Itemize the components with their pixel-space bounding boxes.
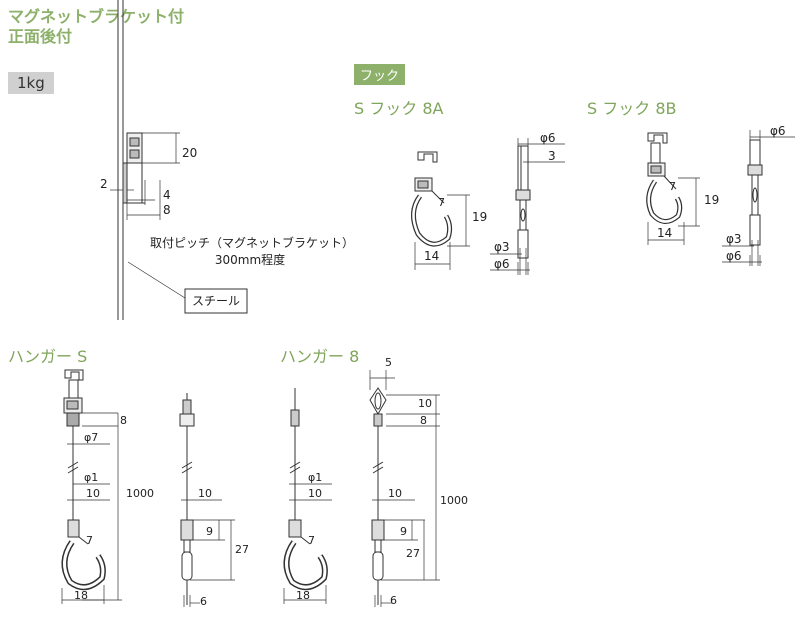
bracket-dim-4: 4 (163, 188, 171, 202)
s-hook-8b-title: S フック 8B (587, 99, 677, 118)
hanger-s-dim-18: 18 (74, 589, 88, 602)
hanger-8-title: ハンガー 8 (280, 347, 360, 366)
hanger-8-side-dims (369, 370, 440, 607)
hanger-8-side-dim-1000: 1000 (440, 494, 468, 507)
hanger-8-side-dim-27: 27 (406, 547, 420, 560)
bracket-dim-8: 8 (163, 203, 171, 217)
hanger-s-dim-phi1: φ1 (84, 471, 99, 484)
bracket-dims (110, 132, 180, 220)
bracket-dim-height: 20 (182, 146, 198, 160)
s8b-dim-7: 7 (669, 180, 676, 193)
hanger-8-side-dim-9: 9 (400, 525, 407, 538)
hanger-s-front (61, 369, 106, 591)
hanger-s-side (179, 393, 195, 605)
hanger-s-dim-10: 10 (86, 487, 100, 500)
hanger-s-side-dim-27: 27 (235, 543, 249, 556)
s-hook-8b-dims (647, 177, 700, 245)
title-line2: 正面後付 (8, 27, 73, 46)
s8b-dim-phi6-top: φ6 (770, 124, 786, 138)
s-hook-8a-side-dims (490, 138, 565, 275)
steel-label: スチール (191, 294, 240, 308)
s8b-dim-phi6-bottom: φ6 (726, 249, 742, 263)
hanger-8-front (283, 388, 328, 591)
hanger-s-side-dim-10: 10 (198, 487, 212, 500)
bracket-wall (117, 0, 124, 320)
s8a-dim-14: 14 (424, 249, 440, 263)
hanger-8-side-dim-6: 6 (390, 594, 397, 607)
hanger-8-dim-10: 10 (308, 487, 322, 500)
s8b-dim-19: 19 (704, 193, 720, 207)
s8b-dim-14: 14 (657, 226, 673, 240)
s-hook-8a-dims (414, 194, 470, 270)
hanger-8-dim-7: 7 (308, 534, 315, 547)
s-hook-8b-front (646, 132, 683, 224)
hook-category-badge: フック (354, 64, 406, 85)
steel-label-box (184, 288, 248, 314)
hanger-s-side-dim-6: 6 (200, 595, 207, 608)
bracket-dim-left: 2 (100, 177, 108, 191)
title-line1: マグネットブラケット付 (8, 7, 185, 26)
s8a-dim-19: 19 (472, 210, 488, 224)
hanger-s-dim-7: 7 (86, 534, 93, 547)
hanger-8-dim-phi1: φ1 (308, 471, 323, 484)
s8a-dim-phi3: φ3 (494, 240, 510, 254)
hanger-8-front-dims (283, 483, 332, 604)
s-hook-8a-side (515, 145, 531, 259)
hanger-s-front-dims (61, 412, 122, 604)
magnet-bracket-drawing (122, 132, 145, 204)
s-hook-8b-side-dims (722, 130, 795, 266)
s-hook-8b-side (747, 139, 763, 246)
hanger-8-side-dim-10-top: 10 (418, 397, 432, 410)
hanger-8-dim-18: 18 (296, 589, 310, 602)
hanger-8-side-dim-8: 8 (420, 414, 427, 427)
pitch-note: 取付ピッチ（マグネットブラケット） 300mm程度 (150, 235, 355, 269)
pitch-note-line2: 300mm程度 (214, 253, 286, 267)
hanger-8-side-dim-10: 10 (388, 487, 402, 500)
hanger-s-side-dim-9: 9 (206, 525, 213, 538)
s8a-dim-phi6-top: φ6 (540, 131, 556, 145)
s8a-dim-7: 7 (438, 196, 445, 209)
hanger-8-side-dim-5: 5 (385, 356, 392, 369)
load-badge: 1kg (8, 72, 54, 94)
hanger-8-side (369, 387, 387, 605)
hanger-s-dim-1000: 1000 (126, 487, 154, 500)
s8a-dim-3: 3 (548, 149, 556, 163)
s-hook-8a-title: S フック 8A (354, 99, 444, 118)
hanger-s-dim-8: 8 (120, 414, 127, 427)
hanger-s-title: ハンガー S (8, 347, 88, 366)
s-hook-8a-front (411, 151, 453, 247)
pitch-note-line1: 取付ピッチ（マグネットブラケット） (150, 236, 355, 250)
hanger-s-dim-phi7: φ7 (84, 431, 99, 444)
hanger-s-side-dims (181, 499, 235, 607)
s8b-dim-phi3: φ3 (726, 232, 742, 246)
s8a-dim-phi6-bottom: φ6 (494, 257, 510, 271)
